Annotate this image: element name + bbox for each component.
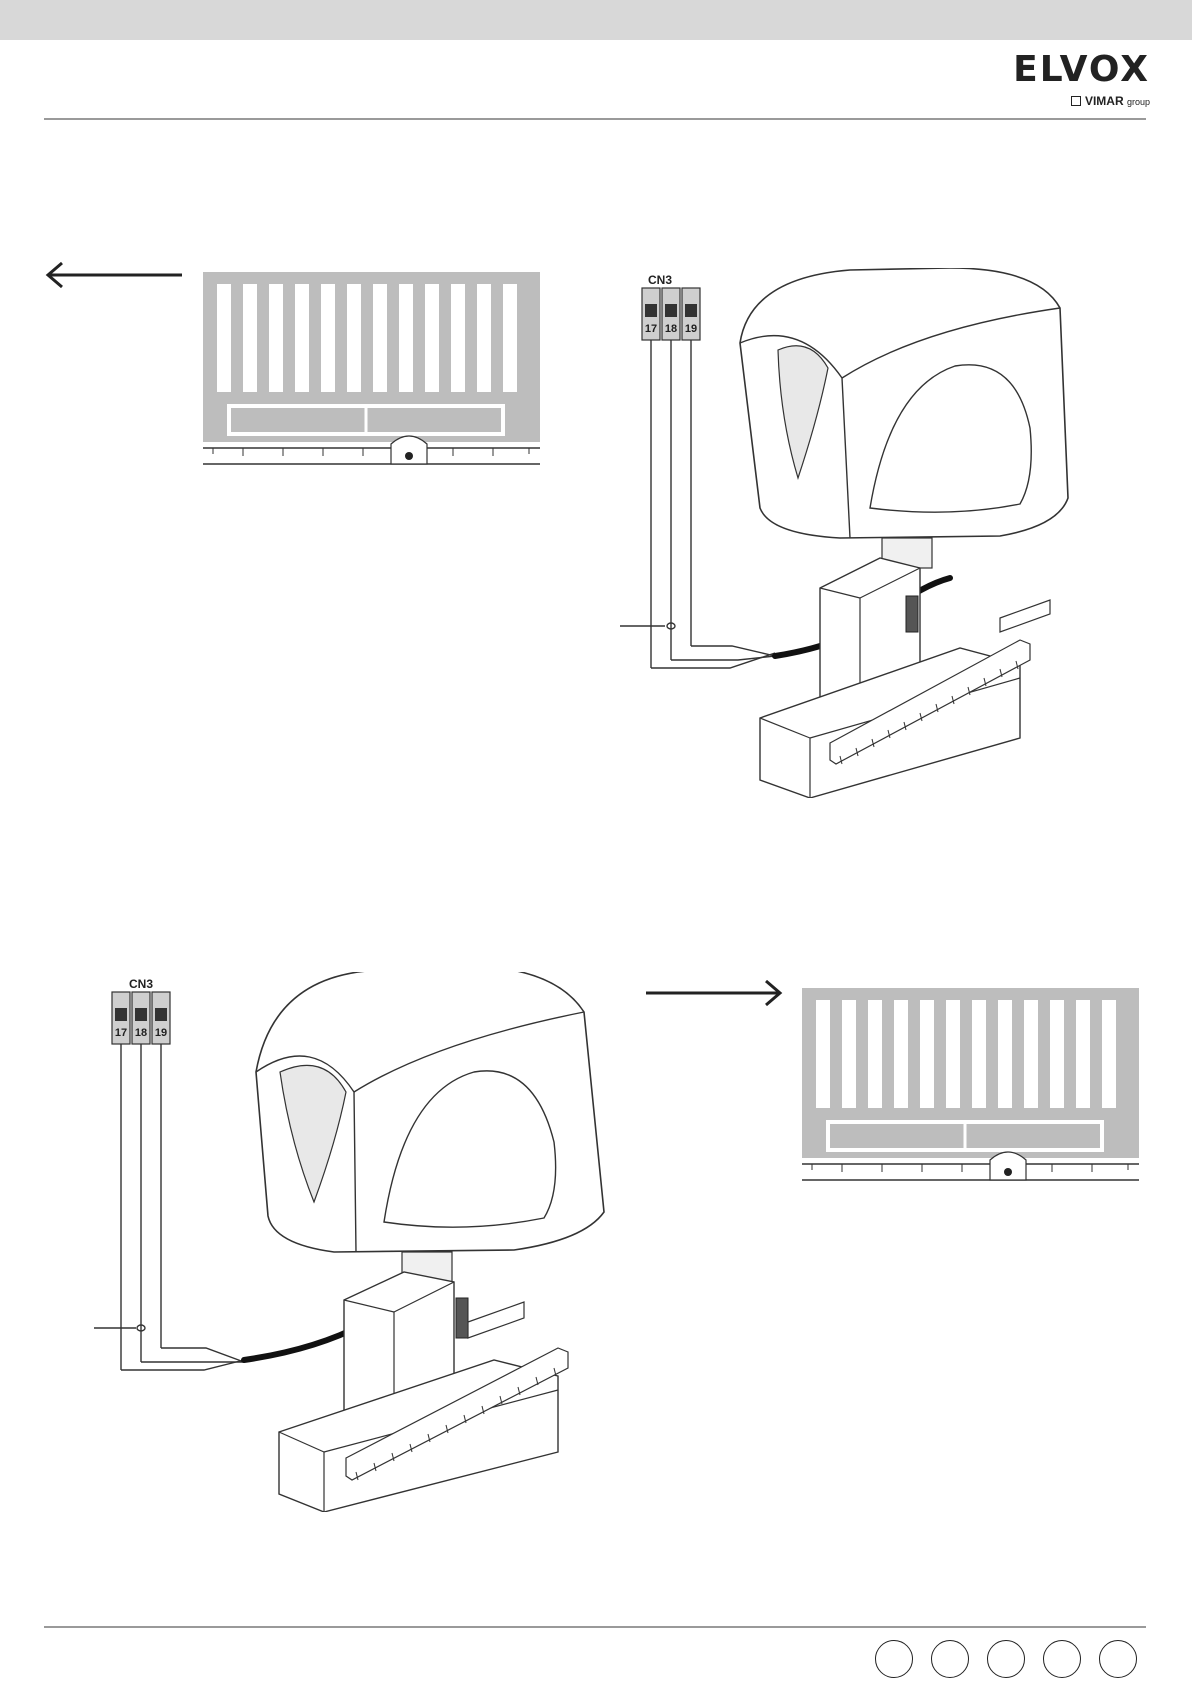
right-arrow-icon [644, 980, 784, 1014]
connector-label: CN3 [648, 273, 672, 287]
vimar-group-tag: VIMAR group [1071, 94, 1150, 109]
footer-circle [875, 1640, 913, 1678]
gate-diagram-opening-right [802, 988, 1142, 1188]
footer-divider [44, 1626, 1146, 1628]
motor-wiring-diagram-left: CN3 17 18 19 [84, 972, 624, 1512]
brand-wordmark: ELVOX [1013, 52, 1150, 88]
top-header-bar [0, 0, 1192, 40]
terminal-19: 19 [155, 1027, 167, 1039]
vimar-mark-icon [1071, 96, 1081, 106]
elvox-logo: ELVOX VIMAR group [1005, 52, 1150, 110]
motor-wiring-diagram-right: CN3 17 18 19 [620, 268, 1140, 798]
connector-label: CN3 [129, 977, 153, 991]
sub-brand: VIMAR [1085, 94, 1124, 108]
sub-brand-suffix: group [1127, 97, 1150, 107]
footer-circle [987, 1640, 1025, 1678]
gate-diagram-opening-left [203, 272, 543, 472]
terminal-18: 18 [135, 1027, 147, 1039]
terminal-17: 17 [115, 1027, 127, 1039]
header-divider [44, 118, 1146, 120]
terminal-17: 17 [645, 323, 657, 335]
footer-circle [1099, 1640, 1137, 1678]
terminal-18: 18 [665, 323, 677, 335]
footer-circle [931, 1640, 969, 1678]
footer-circle [1043, 1640, 1081, 1678]
left-arrow-icon [44, 258, 184, 292]
terminal-19: 19 [685, 323, 697, 335]
